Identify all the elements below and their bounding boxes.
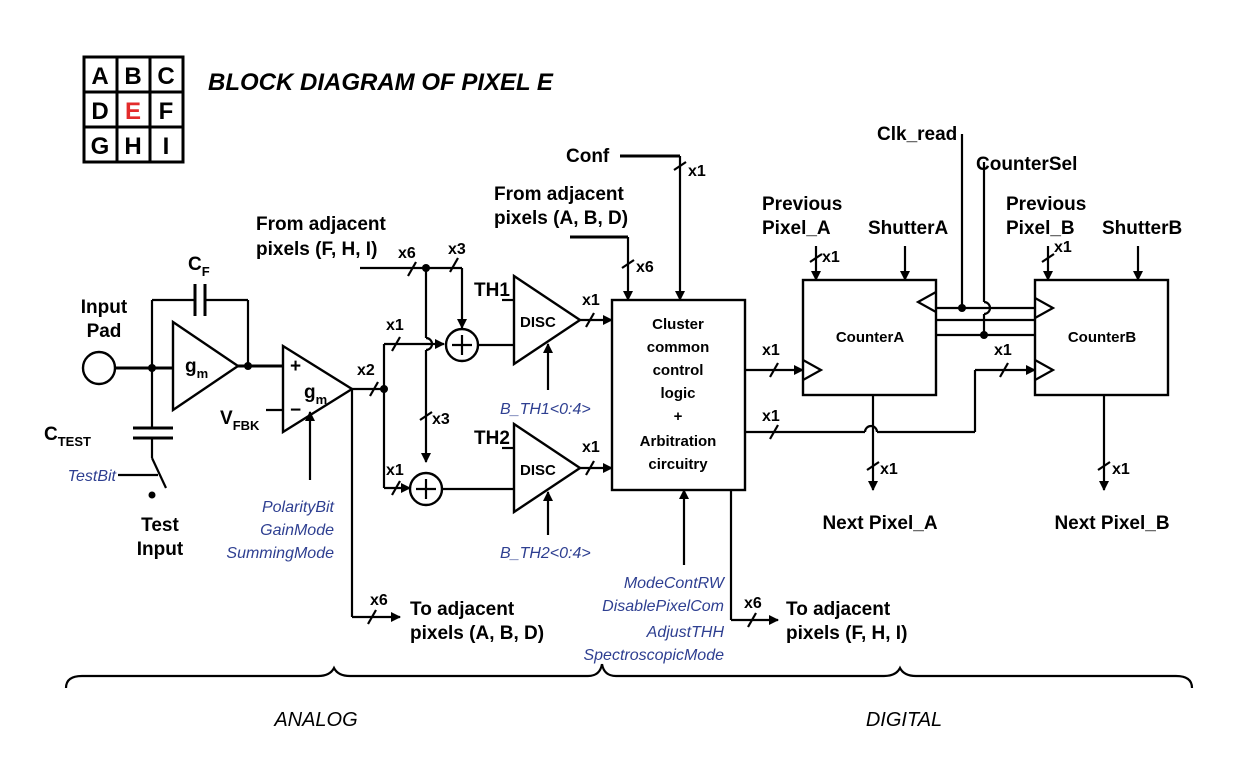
to-adjacent-fhi-1: To adjacent <box>786 599 891 620</box>
vfbk-label: VFBK <box>220 408 260 433</box>
grid-cell-b: B <box>124 63 141 90</box>
next-pixel-b-label: Next Pixel_B <box>1054 513 1169 534</box>
conf-label: Conf <box>566 146 610 167</box>
test-switch <box>151 457 167 489</box>
logic-line-6: Arbitration <box>640 433 717 450</box>
logic-line-3: control <box>653 362 704 379</box>
shaper-amplifier-gm <box>281 343 355 435</box>
logic-control-3: AdjustTHH <box>646 624 725 641</box>
discriminator-2 <box>512 421 583 515</box>
bus-width-x1-to-counter-b: x1 <box>762 408 780 425</box>
input-pad-label-2: Pad <box>87 321 122 342</box>
grid-cell-h: H <box>124 133 141 160</box>
bus-width-x1-counter-b-in: x1 <box>994 342 1012 359</box>
grid-cell-c: C <box>157 63 174 90</box>
gm2-label: gm <box>304 382 327 407</box>
grid-cell-e-highlight: E <box>125 98 141 125</box>
bus-width-x2: x2 <box>357 362 375 379</box>
logic-line-4: logic <box>660 385 695 402</box>
from-adjacent-fhi-2: pixels (F, H, I) <box>256 239 377 260</box>
discriminator-1 <box>512 273 583 367</box>
pixel-grid: A B C D E F G H I <box>82 55 185 164</box>
bus-width-x6-out-digital: x6 <box>744 595 762 612</box>
threshold-2-label: TH2 <box>474 428 510 449</box>
clk-read-label: Clk_read <box>877 124 957 145</box>
b-th2-control: B_TH2<0:4> <box>500 545 591 562</box>
bus-width-x6-in-abd: x6 <box>636 259 654 276</box>
bus-width-x1-sum1: x1 <box>386 317 404 334</box>
b-th1-control: B_TH1<0:4> <box>500 401 591 418</box>
bus-width-x1-next-a: x1 <box>880 461 898 478</box>
grid-cell-f: F <box>159 98 174 125</box>
cluster-logic-block <box>610 298 747 492</box>
plus-sign: + <box>290 356 301 377</box>
gain-control-3: SummingMode <box>226 545 334 562</box>
test-input-label-2: Input <box>137 539 184 560</box>
input-pad-label-1: Input <box>81 297 128 318</box>
next-pixel-a-label: Next Pixel_A <box>822 513 937 534</box>
from-adjacent-abd-1: From adjacent <box>494 184 625 205</box>
grid-cell-i: I <box>163 133 170 160</box>
logic-line-2: common <box>647 339 710 356</box>
logic-line-1: Cluster <box>652 316 704 333</box>
bus-width-x1-sum2: x1 <box>386 462 404 479</box>
previous-pixel-b-1: Previous <box>1006 194 1086 215</box>
bus-width-x1-next-b: x1 <box>1112 461 1130 478</box>
bus-width-x6-in-fhi: x6 <box>398 245 416 262</box>
previous-pixel-a-2: Pixel_A <box>762 218 831 239</box>
disc1-label: DISC <box>520 314 556 331</box>
gm1-label: gm <box>185 356 208 381</box>
analog-brace <box>64 663 604 689</box>
bus-width-x3-lower: x3 <box>432 411 450 428</box>
bus-width-x3-upper: x3 <box>448 241 466 258</box>
previous-pixel-a-1: Previous <box>762 194 842 215</box>
threshold-1-label: TH1 <box>474 280 510 301</box>
logic-control-4: SpectroscopicMode <box>583 647 724 664</box>
input-pad-icon <box>81 350 117 386</box>
minus-sign: − <box>290 400 301 421</box>
counter-b-block <box>1033 278 1170 397</box>
counter-a-label: CounterA <box>836 329 904 346</box>
bus-width-x1-prev-a: x1 <box>822 249 840 266</box>
previous-pixel-b-2: Pixel_B <box>1006 218 1075 239</box>
to-adjacent-fhi-2: pixels (F, H, I) <box>786 623 907 644</box>
cf-label: CF <box>188 254 210 279</box>
ctest-label: CTEST <box>44 424 91 449</box>
bus-width-x1-prev-b: x1 <box>1054 239 1072 256</box>
to-adjacent-abd-2: pixels (A, B, D) <box>410 623 544 644</box>
grid-cell-d: D <box>91 98 108 125</box>
shutter-b-label: ShutterB <box>1102 218 1182 239</box>
gain-control-2: GainMode <box>260 522 334 539</box>
logic-control-2: DisablePixelCom <box>602 598 724 615</box>
counter-a-block <box>801 278 938 397</box>
logic-control-1: ModeContRW <box>624 575 726 592</box>
digital-brace <box>600 663 1194 689</box>
grid-cell-a: A <box>91 63 108 90</box>
counter-sel-label: CounterSel <box>976 154 1077 175</box>
bus-width-x6-out-analog: x6 <box>370 592 388 609</box>
shutter-a-label: ShutterA <box>868 218 949 239</box>
logic-line-5: + <box>674 408 683 425</box>
digital-section-label: DIGITAL <box>866 709 942 731</box>
gain-control-1: PolarityBit <box>262 499 335 516</box>
bus-width-x1-disc1: x1 <box>582 292 600 309</box>
bus-width-x1-disc2: x1 <box>582 439 600 456</box>
to-adjacent-abd-1: To adjacent <box>410 599 515 620</box>
logic-line-7: circuitry <box>648 456 708 473</box>
analog-section-label: ANALOG <box>273 709 357 731</box>
grid-cell-g: G <box>91 133 110 160</box>
counter-b-label: CounterB <box>1068 329 1136 346</box>
disc2-label: DISC <box>520 462 556 479</box>
diagram-title: BLOCK DIAGRAM OF PIXEL E <box>208 69 554 96</box>
charge-amplifier-gm <box>171 319 241 413</box>
bus-width-x1-to-counter-a: x1 <box>762 342 780 359</box>
from-adjacent-abd-2: pixels (A, B, D) <box>494 208 628 229</box>
from-adjacent-fhi-1: From adjacent <box>256 214 387 235</box>
bus-width-x1-conf: x1 <box>688 163 706 180</box>
test-input-label-1: Test <box>141 515 179 536</box>
testbit-label: TestBit <box>68 468 117 485</box>
